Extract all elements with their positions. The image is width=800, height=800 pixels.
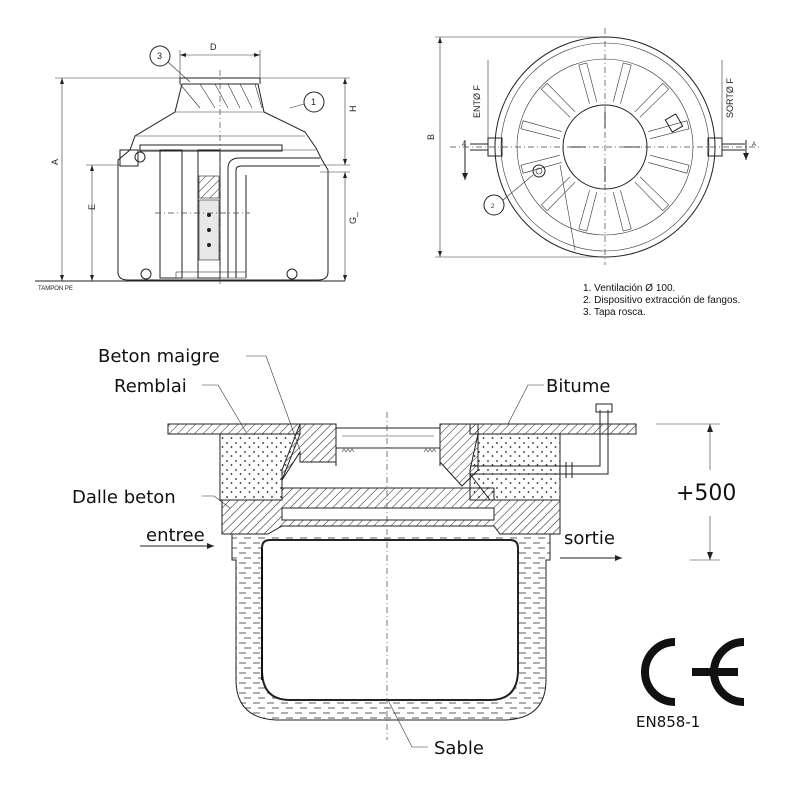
label-sortie: sortie [564, 528, 615, 549]
plan-rib [540, 82, 576, 118]
label-dalle-beton: Dalle beton [72, 487, 176, 508]
exit-label: SORTØ F [725, 78, 735, 118]
elevation-view: D A E H G_ 3 1 TAMPON PE [35, 42, 358, 292]
dim-e-label: E [87, 204, 97, 210]
label-bitume: Bitume [546, 376, 610, 397]
label-entree: entree [146, 525, 205, 546]
dim-b-label: B [426, 134, 436, 140]
plan-rib [520, 155, 562, 174]
section-a-left: A [462, 142, 466, 148]
note-item: 1. Ventilación Ø 100. [583, 283, 676, 294]
dimension-500: +500 [676, 481, 736, 506]
note-item: 3. Tapa rosca. [583, 307, 646, 318]
plan-view: B ENTØ F SORTØ F A A 2 [426, 28, 760, 265]
plan-rib [648, 155, 690, 174]
ce-mark-c [641, 638, 676, 706]
plan-rib [634, 82, 670, 118]
section-a-right: A [752, 142, 756, 148]
ce-standard: EN858-1 [636, 713, 700, 731]
plan-rib [578, 62, 597, 104]
notes-list: 1. Ventilación Ø 100. 2. Dispositivo ext… [583, 283, 783, 319]
ce-mark-e [692, 638, 745, 706]
label-remblai: Remblai [114, 376, 187, 397]
plan-rib [634, 176, 670, 212]
plan-rib [613, 62, 632, 104]
dim-d-label: D [210, 42, 217, 52]
plan-rib [613, 190, 632, 232]
note-item: 2. Dispositivo extracción de fangos. [583, 295, 741, 306]
label-sable: Sable [434, 738, 484, 759]
entry-label: ENTØ F [472, 84, 482, 118]
installation-section: +500 Beton maigre Remblai Bitume Dalle b… [72, 346, 736, 759]
label-beton-maigre: Beton maigre [98, 346, 220, 367]
plan-rib [648, 120, 690, 139]
callout-3: 3 [157, 51, 162, 61]
plan-rib [520, 120, 562, 139]
callout-2: 2 [491, 204, 495, 210]
plan-ribs [520, 62, 690, 232]
footer-label: TAMPON PE [38, 286, 73, 292]
dim-a-label: A [50, 159, 60, 165]
dim-g-label: G_ [348, 211, 358, 224]
plan-rib [578, 190, 597, 232]
callout-1: 1 [311, 97, 316, 107]
dim-h-label: H [348, 106, 358, 113]
plan-rib [540, 176, 576, 212]
ce-certification: EN858-1 [636, 638, 745, 731]
